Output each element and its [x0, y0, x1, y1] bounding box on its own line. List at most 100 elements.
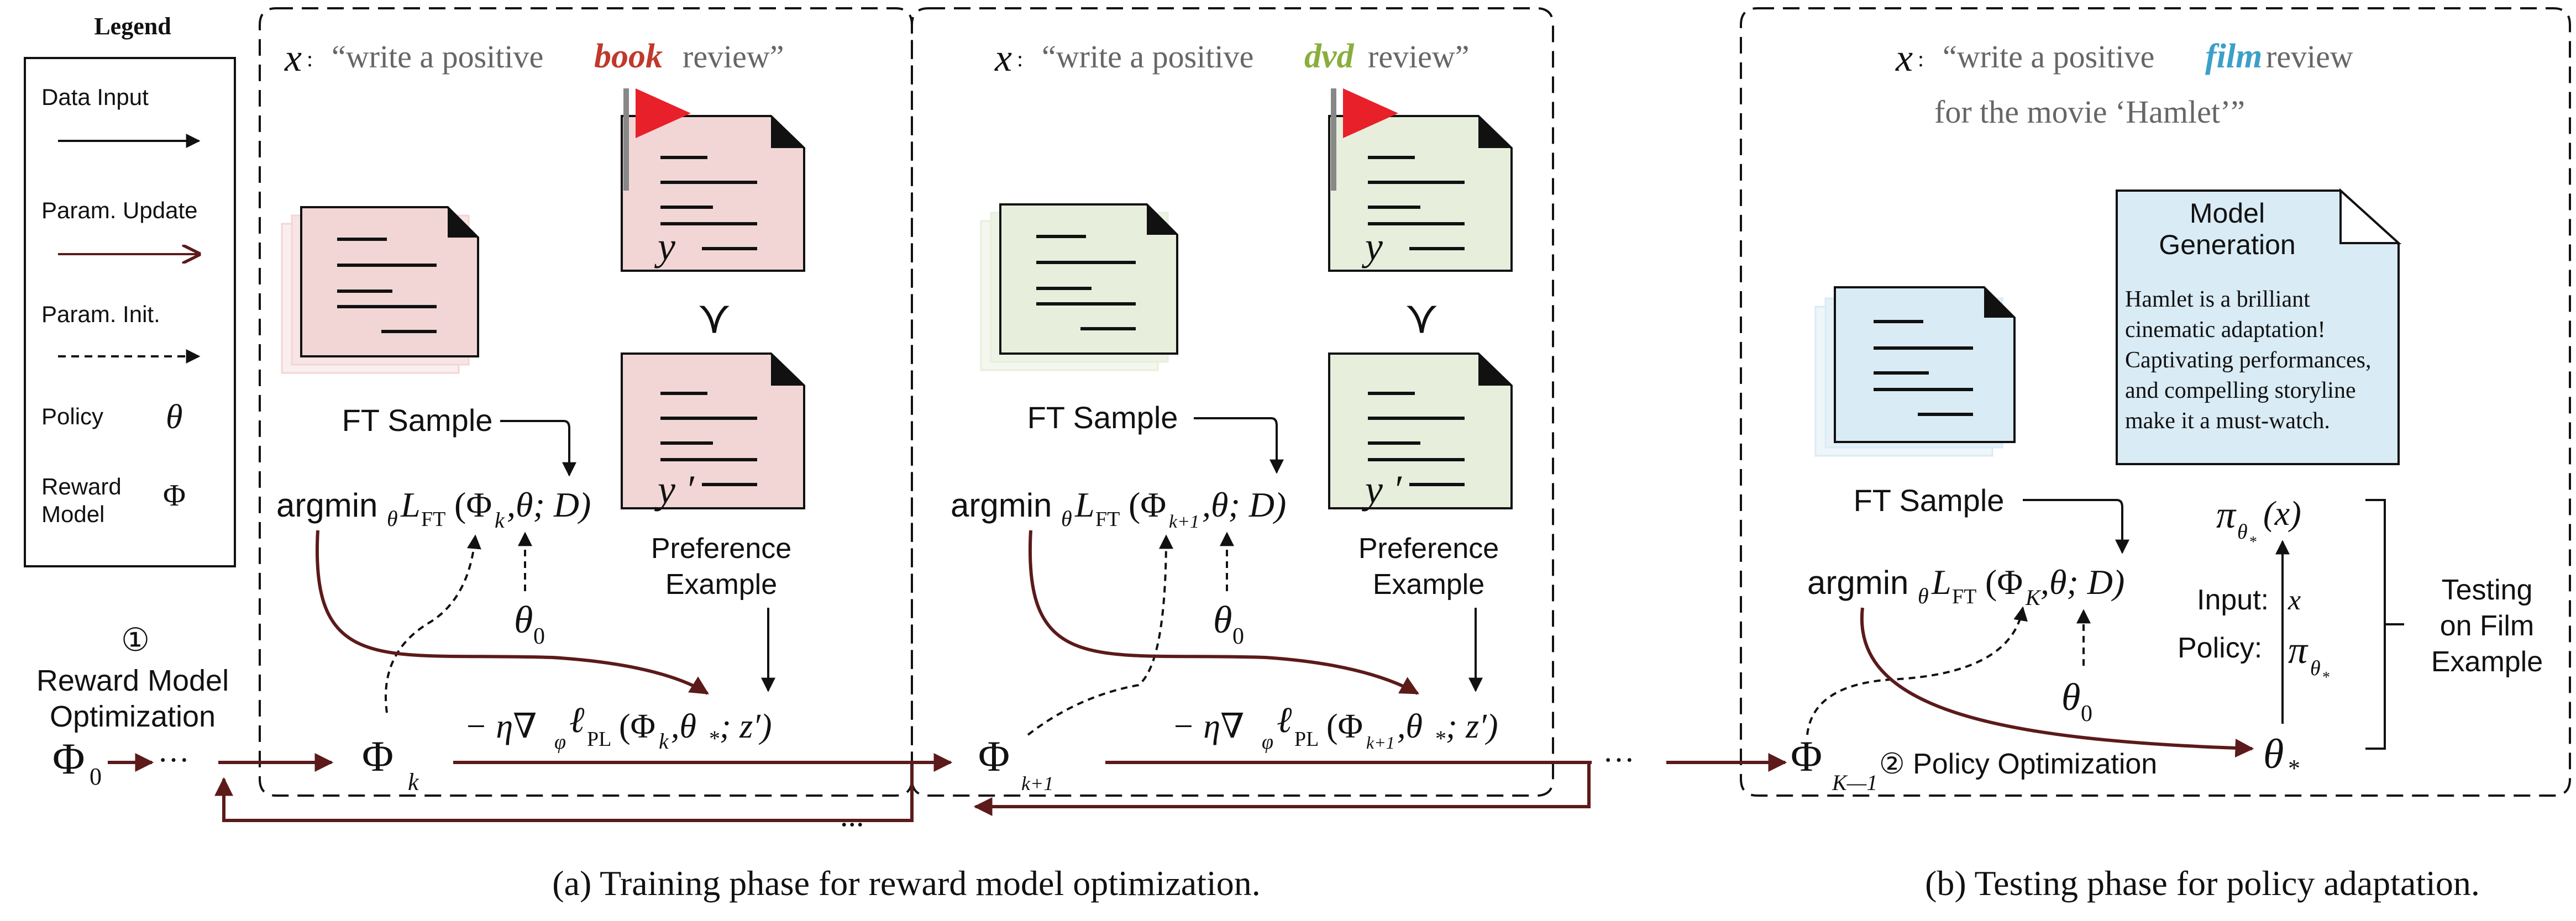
prompt-word-book: book — [594, 38, 663, 75]
update-star: * — [1435, 726, 1446, 751]
flag-icon — [636, 88, 691, 138]
loss-phi-sub: k — [495, 508, 505, 533]
loss-sub: FT — [1952, 585, 1976, 608]
loss-phi-sub: k+1 — [1169, 512, 1199, 532]
ft-sample-arrow — [1194, 417, 1284, 474]
policy-pi: π — [2288, 629, 2309, 672]
panel-b-border — [1740, 7, 2571, 797]
preference-succ-symbol: ≻ — [691, 301, 739, 337]
left-dots: ··· — [158, 742, 190, 778]
gen-title-2: Generation — [2159, 229, 2295, 260]
preference-label-1: Preference — [651, 533, 791, 565]
prompt-word-film: film — [2205, 38, 2262, 75]
update-ell: ℓ — [569, 700, 585, 740]
update-pre: − η∇ — [1172, 708, 1244, 745]
legend-label-reward-2: Model — [41, 501, 104, 527]
phi-k: Φ — [362, 732, 394, 780]
theta0-sub: 0 — [1232, 624, 1244, 649]
update-phi-sub: k — [659, 729, 669, 754]
update-open: (Φ — [619, 708, 655, 745]
update-star: * — [709, 726, 720, 751]
argmin-sub: θ — [1061, 506, 1072, 531]
input-label: Input: — [2197, 584, 2269, 616]
phi-K-1-sub: K—1 — [1832, 770, 1877, 795]
loss-close: ,θ; D) — [1202, 485, 1286, 524]
update-grad-sub: φ — [1262, 730, 1273, 754]
legend-label-data-input: Data Input — [41, 84, 149, 110]
gen-line: Captivating performances, — [2125, 348, 2372, 373]
pi-symbol: π — [2216, 494, 2237, 536]
update-end: ; z′) — [720, 708, 772, 745]
theta-star-sub: * — [2288, 755, 2300, 782]
bottom-dots: ... — [840, 797, 864, 833]
prompt-var: x — [284, 37, 302, 80]
panel-a: x : “write a positive book review” — [276, 37, 805, 796]
preference-label-2: Example — [665, 569, 777, 601]
ft-sample-document-icon — [1814, 286, 2016, 457]
phi-k1: Φ — [978, 732, 1010, 780]
prompt-colon: : — [307, 46, 313, 71]
pl-update-expression: − η∇ φ ℓ PL (Φ k ,θ * ; z′) — [464, 700, 772, 754]
theta-star: θ — [2263, 731, 2284, 777]
step1-label-1: Reward Model — [36, 664, 229, 697]
loss-close: ,θ; D) — [2040, 562, 2124, 602]
loss-open: (Φ — [1985, 562, 2023, 602]
prompt-pre: “write a positive — [332, 39, 543, 75]
pi-sub: θ — [2237, 520, 2248, 544]
testing-bracket — [2365, 499, 2386, 750]
flag-icon — [1343, 88, 1398, 138]
prompt-line2: for the movie ‘Hamlet’” — [1934, 94, 2245, 130]
phi-0: Φ — [53, 735, 85, 783]
caption-a: (a) Training phase for reward model opti… — [552, 864, 1260, 903]
panel-a2-prompt: x : “write a positive dvd review” — [994, 37, 1470, 80]
update-close: ,θ — [1397, 708, 1423, 745]
loop-back-arrow-2 — [973, 762, 1591, 816]
mid-dots: ··· — [1603, 742, 1635, 778]
step1-label-2: Optimization — [50, 700, 216, 733]
panel-b-prompt: x : “write a positive film review for th… — [1895, 37, 2353, 130]
phi-k1-sub: k+1 — [1021, 772, 1053, 794]
preference-succ-symbol: ≻ — [1399, 301, 1447, 337]
prompt-post: review — [2266, 39, 2353, 75]
testing-label-3: Example — [2431, 646, 2543, 678]
panel-a2: x : “write a positive dvd review” — [951, 37, 1513, 794]
phi-init-arrow — [1806, 606, 2028, 735]
step1-circled-number: ① — [121, 622, 150, 658]
prompt-var: x — [994, 37, 1012, 80]
ft-sample-arrow — [2023, 499, 2129, 554]
ft-sample-arrow — [500, 420, 576, 477]
gen-line: Hamlet is a brilliant — [2125, 287, 2310, 312]
theta0-sub: 0 — [2081, 701, 2092, 727]
gen-title-1: Model — [2190, 198, 2265, 229]
legend-label-reward-1: Reward — [41, 473, 122, 499]
loss-sub: FT — [1095, 508, 1120, 531]
theta0-sub: 0 — [533, 624, 545, 649]
y-label: y — [654, 224, 675, 269]
caption-b: (b) Testing phase for policy adaptation. — [1925, 864, 2480, 903]
panel-a-prompt: x : “write a positive book review” — [284, 37, 784, 80]
testing-label-1: Testing — [2442, 574, 2533, 606]
prompt-colon: : — [1918, 46, 1924, 71]
gen-line: cinematic adaptation! — [2125, 317, 2326, 343]
argmin-loss: argmin θ L FT (Φ K ,θ; D) — [1807, 562, 2124, 610]
reward-model-flow: ① Reward Model Optimization Φ 0 ··· ··· … — [36, 622, 1787, 833]
loss-open: (Φ — [454, 485, 492, 524]
phi-0-sub: 0 — [90, 763, 102, 790]
argmin-loss: argmin θ L FT (Φ k+1 ,θ; D) — [951, 485, 1286, 532]
model-generation-document: Model Generation Hamlet is a brilliant c… — [2116, 188, 2402, 465]
loop-back-arrow-1 — [214, 762, 914, 822]
panel-a-border — [259, 7, 913, 797]
y-label: y — [1361, 224, 1383, 269]
prompt-word-dvd: dvd — [1304, 38, 1355, 75]
update-pre: − η∇ — [464, 708, 537, 745]
update-end: ; z′) — [1446, 708, 1498, 745]
legend-label-policy: Policy — [41, 403, 103, 429]
param-update-curve — [1860, 607, 2254, 758]
update-grad-sub: φ — [554, 730, 566, 754]
update-close: ,θ — [671, 708, 696, 745]
legend-label-param-init: Param. Init. — [41, 301, 160, 327]
theta0: θ — [2061, 676, 2080, 719]
argmin: argmin — [1807, 564, 1908, 601]
preference-label-1: Preference — [1358, 533, 1499, 565]
y-prime-label: y ′ — [654, 467, 695, 512]
